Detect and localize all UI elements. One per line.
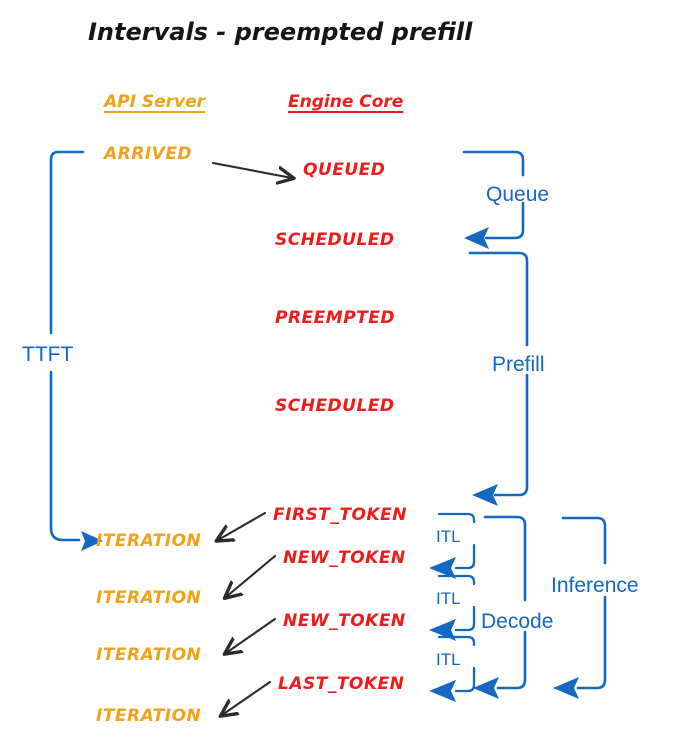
- decode-arrowhead: [473, 677, 499, 699]
- inference-bracket: [561, 516, 607, 690]
- interval-label-ttft: TTFT: [22, 343, 74, 366]
- engine-event-queued: QUEUED: [303, 160, 386, 180]
- inference-arrowhead: [553, 677, 579, 699]
- interval-label-prefill: Prefill: [492, 353, 545, 376]
- interval-label-queue: Queue: [486, 183, 550, 206]
- interval-label-itl-1: ITL: [436, 527, 461, 546]
- itl-arrowhead-3: [429, 680, 456, 702]
- interval-label-decode: Decode: [481, 610, 554, 633]
- decode-bracket: [483, 515, 527, 690]
- itl-arrowhead-2: [429, 619, 456, 641]
- engine-event-new-token-2: NEW_TOKEN: [283, 611, 406, 631]
- engine-event-last-token: LAST_TOKEN: [278, 674, 405, 694]
- engine-event-new-token-1: NEW_TOKEN: [283, 548, 406, 568]
- engine-event-scheduled-1: SCHEDULED: [275, 230, 395, 250]
- column-header-engine-core: Engine Core: [288, 92, 404, 112]
- api-event-iteration-2: ITERATION: [96, 588, 202, 608]
- interval-label-itl-2: ITL: [436, 589, 461, 608]
- engine-event-preempted: PREEMPTED: [275, 308, 395, 328]
- column-header-api-server: API Server: [104, 92, 206, 112]
- interval-label-inference: Inference: [551, 574, 639, 597]
- interval-label-itl-3: ITL: [436, 650, 461, 669]
- api-event-iteration-3: ITERATION: [96, 645, 202, 665]
- itl-arrowhead-1: [429, 557, 456, 579]
- engine-event-scheduled-2: SCHEDULED: [275, 396, 395, 416]
- engine-event-first-token: FIRST_TOKEN: [273, 505, 407, 525]
- api-event-arrived: ARRIVED: [104, 144, 193, 164]
- page-title: Intervals - preempted prefill: [88, 18, 473, 46]
- prefill-arrowhead: [472, 484, 498, 506]
- api-event-iteration-4: ITERATION: [96, 706, 202, 726]
- queue-arrowhead: [464, 227, 489, 249]
- api-event-iteration-1: ITERATION: [96, 531, 202, 551]
